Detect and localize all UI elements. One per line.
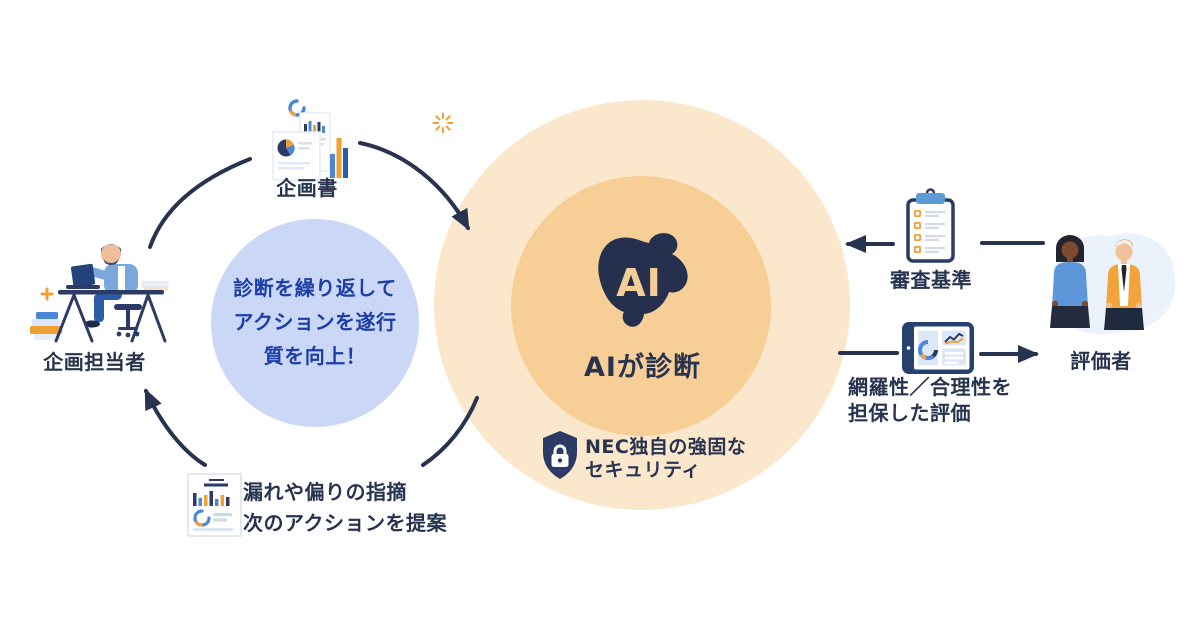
arc-planner-to-proposal xyxy=(148,157,252,249)
evaluators-illustration xyxy=(1050,233,1176,335)
loop-circle xyxy=(211,219,419,427)
arc-proposal-to-ai xyxy=(358,141,470,231)
ai-logo-text: AI xyxy=(616,261,662,305)
ai-label: AIが診断 xyxy=(584,352,701,383)
laptop xyxy=(66,263,100,289)
arc-feedback-to-planner xyxy=(144,388,207,467)
feedback-line-1: 漏れや偏りの指摘 xyxy=(243,480,407,504)
report-doc-icon xyxy=(187,473,242,537)
loop-line-1: 診断を繰り返して xyxy=(233,276,397,300)
proposal-doc-icon xyxy=(272,99,348,181)
planner-label: 企画担当者 xyxy=(43,350,146,374)
evaluators-label: 評価者 xyxy=(1070,349,1132,373)
planner-at-desk-illustration xyxy=(30,244,169,343)
clipboard-checklist-icon xyxy=(906,188,955,263)
criteria-label: 審査基準 xyxy=(890,268,972,292)
tablet-analytics-icon xyxy=(902,322,974,374)
proposal-label: 企画書 xyxy=(276,176,338,200)
security-line-1: NEC独自の強固な xyxy=(585,436,747,458)
woman-evaluator xyxy=(1050,235,1090,328)
checklist-rows xyxy=(914,210,945,253)
arc-ai-to-feedback xyxy=(421,396,479,467)
bar-chart-bars xyxy=(330,138,348,178)
shield-lock-icon xyxy=(543,431,577,479)
book-stack xyxy=(30,312,62,340)
front-document xyxy=(272,131,321,181)
loop-text: 診断を繰り返して アクションを遂行 質を向上！ xyxy=(213,271,417,373)
feedback-line-2: 次のアクションを提案 xyxy=(243,511,447,535)
sparkle-icon xyxy=(432,112,454,134)
evaluation-line-1: 網羅性／合理性を xyxy=(848,375,1012,399)
loop-line-3: 質を向上！ xyxy=(263,344,367,368)
man-evaluator xyxy=(1104,239,1144,330)
loop-line-2: アクションを遂行 xyxy=(233,310,397,334)
evaluation-text: 網羅性／合理性を 担保した評価 xyxy=(848,374,1012,426)
feedback-text: 漏れや偏りの指摘 次のアクションを提案 xyxy=(243,477,447,539)
donut-spinner-icon xyxy=(288,99,306,117)
plus-icon xyxy=(40,287,54,301)
security-line-2: セキュリティ xyxy=(585,459,701,481)
ai-blob-logo: AI xyxy=(598,233,688,327)
security-note: NEC独自の強固な セキュリティ xyxy=(585,436,746,482)
desk xyxy=(54,281,169,343)
evaluation-line-2: 担保した評価 xyxy=(848,401,971,425)
